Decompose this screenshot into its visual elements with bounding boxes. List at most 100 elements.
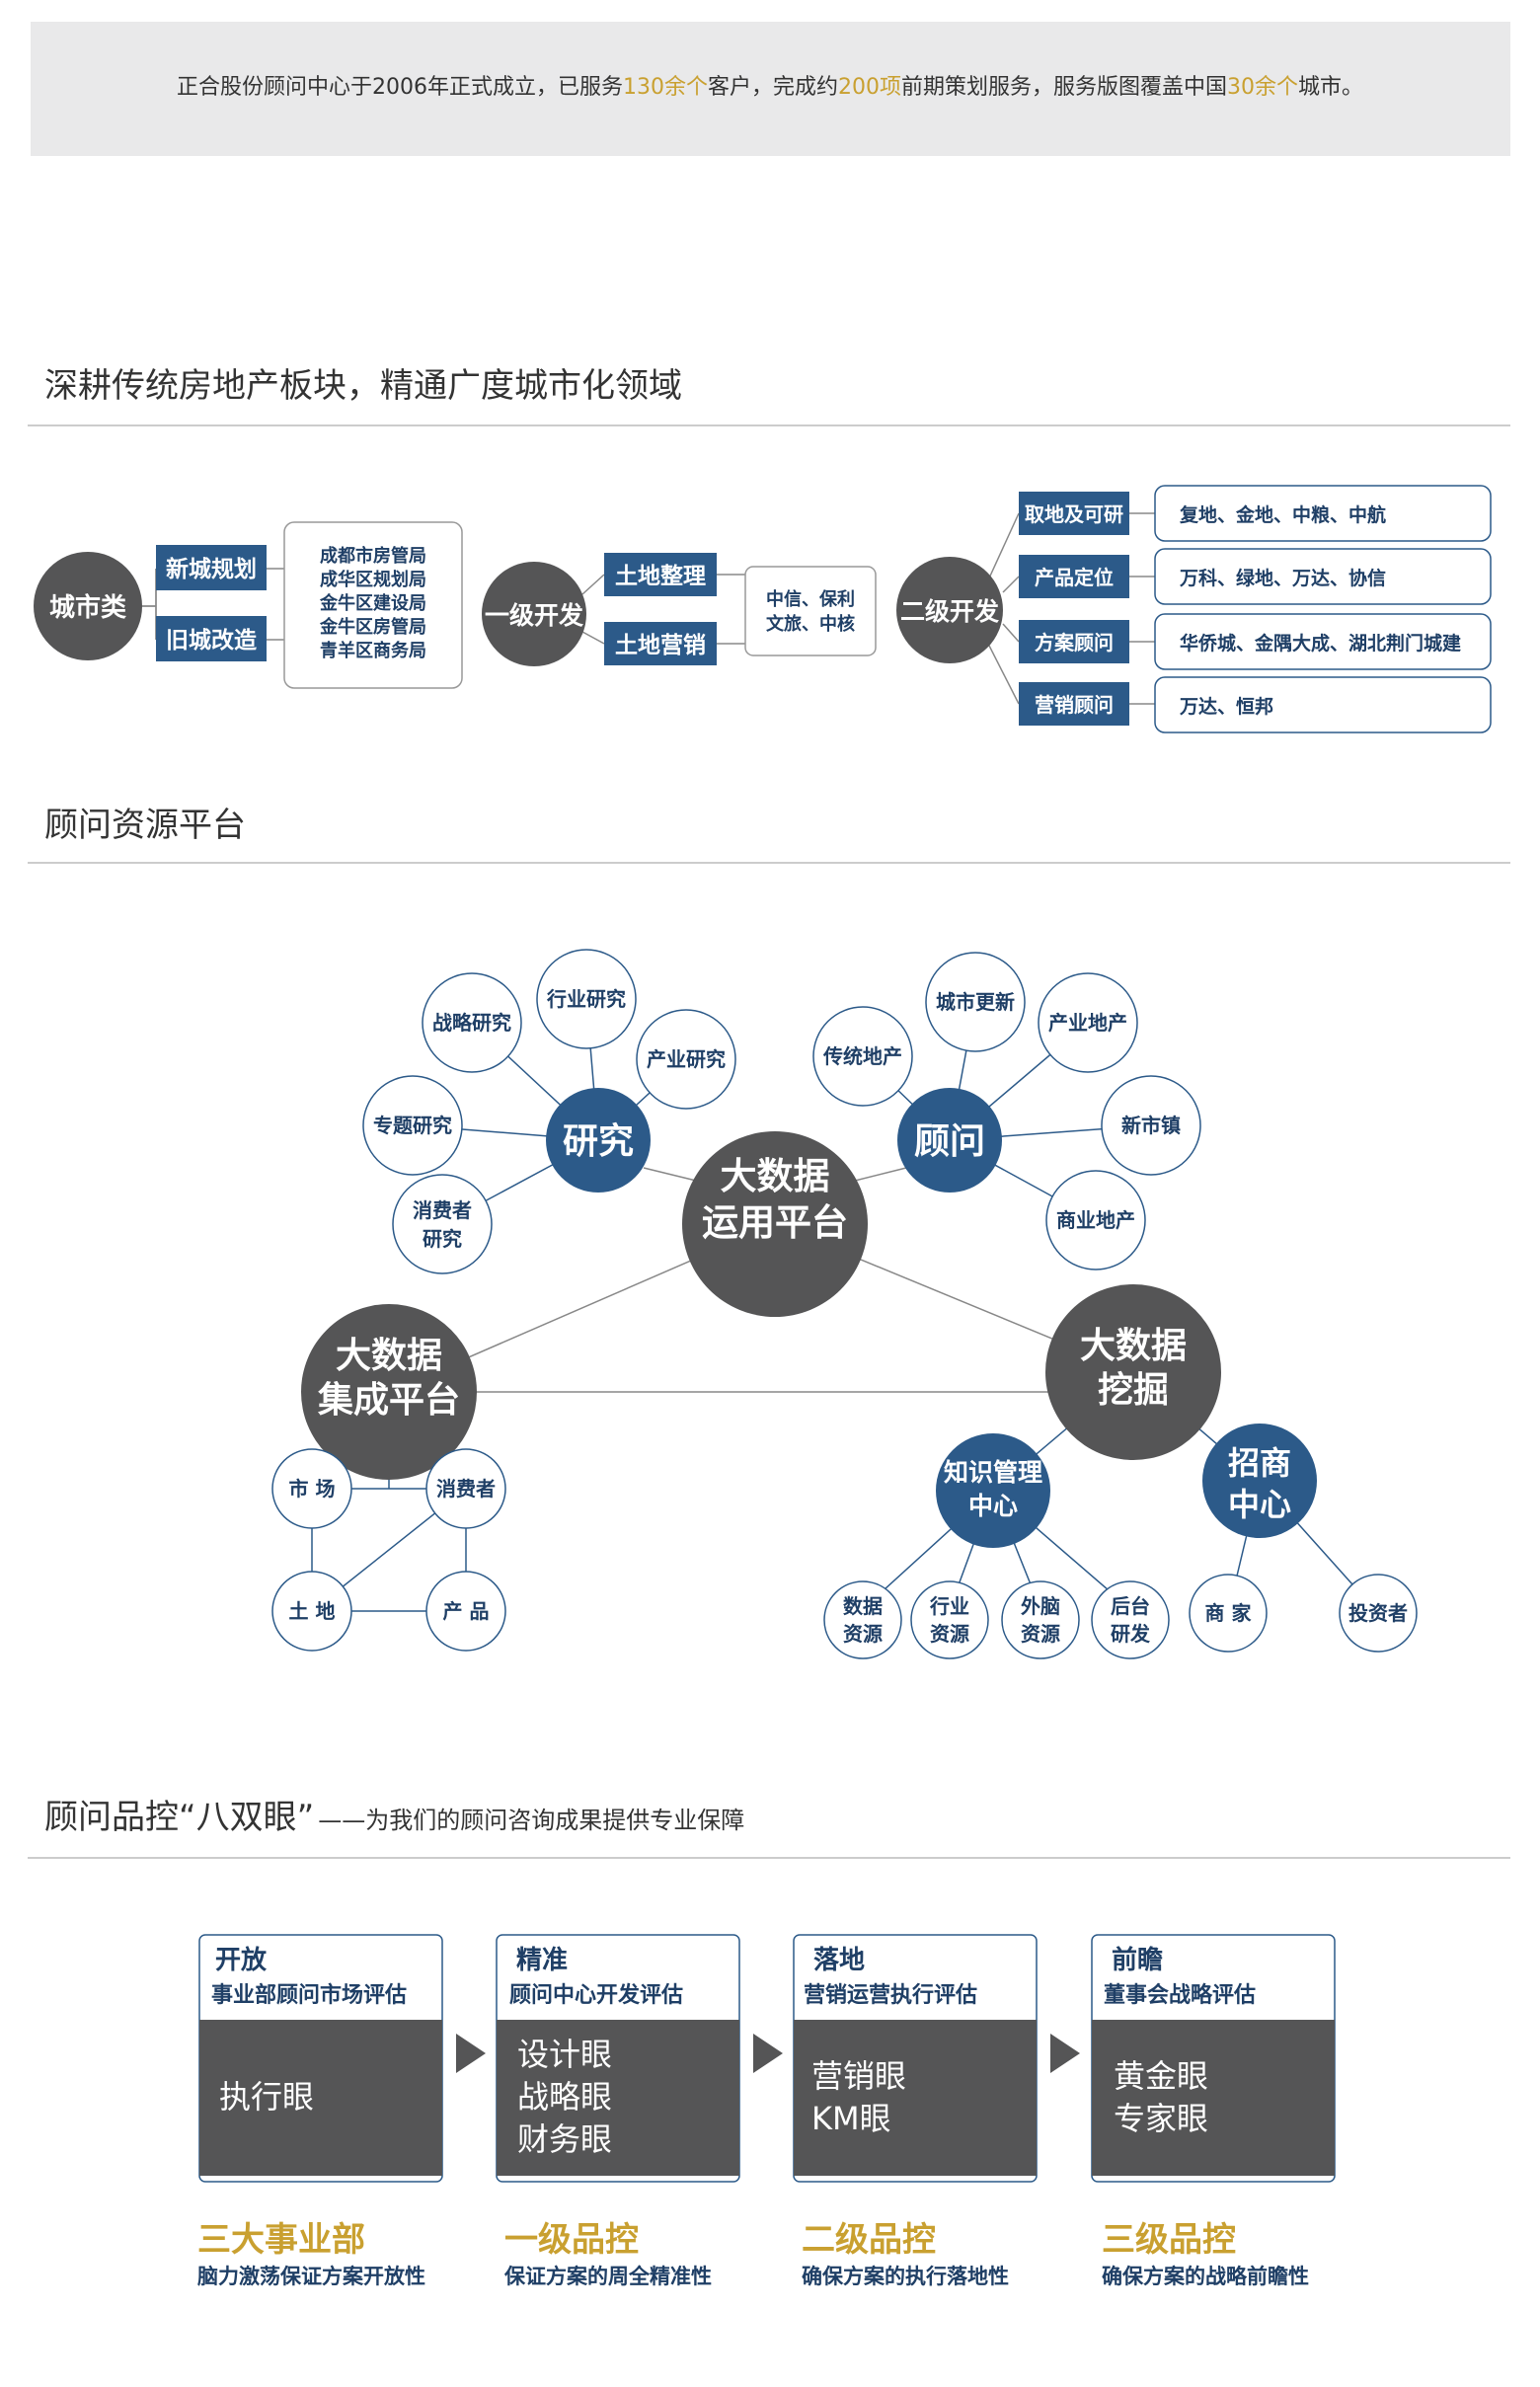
secondary-item [1019, 492, 1129, 535]
node-label: 数据 [843, 1594, 883, 1618]
stage-desc: 确保方案的执行落地性 [802, 2265, 1009, 2288]
node-label: 行业 [929, 1594, 969, 1618]
secondary-client-text: 万科、绿地、万达、协信 [1179, 567, 1386, 589]
node-label: 资源 [930, 1622, 969, 1646]
node-label: 研究 [423, 1227, 462, 1251]
city-item-old-label: 旧城改造 [166, 627, 258, 654]
intro-text: 正合股份顾问中心于2006年正式成立，已服务130余个客户，完成约200项前期策… [177, 75, 1363, 100]
secondary-dev-group: 二级开发 取地及可研 复地、金地、中粮、中航 产品定位 万科、绿地、万达、协信 … [896, 485, 1492, 733]
primary-dev-group: 一级开发 土地整理 土地营销 中信、保利 文旅、中核 [482, 553, 877, 666]
advisory-nodes: 城市更新 传统地产 产业地产 新市镇 商业地产 顾问 [812, 952, 1201, 1270]
stage-level: 三级品控 [1102, 2220, 1236, 2260]
secondary-item-label: 营销顾问 [1035, 693, 1114, 717]
mining-hub [1045, 1284, 1221, 1460]
node-circle [425, 1571, 506, 1652]
integration-hub-label: 大数据 [336, 1336, 442, 1376]
stage-sub: 顾问中心开发评估 [509, 1982, 683, 2008]
node-circle [422, 972, 522, 1073]
stage-level: 三大事业部 [197, 2220, 365, 2260]
city-item-new-label: 新城规划 [166, 556, 257, 582]
stage-body [199, 2020, 442, 2176]
node-circle [1001, 1580, 1080, 1659]
node-label: 商业地产 [1056, 1208, 1135, 1232]
node-label: 城市更新 [936, 990, 1015, 1014]
advisory-hub-label: 顾问 [914, 1121, 985, 1162]
node-circle [823, 1580, 902, 1659]
arrow-right-icon [456, 2034, 486, 2073]
node-label: 新市镇 [1121, 1114, 1181, 1137]
research-hub-label: 研究 [563, 1121, 634, 1162]
primary-dev-hub [482, 562, 586, 666]
node-label: 产业研究 [647, 1047, 726, 1071]
primary-item-label: 土地整理 [615, 563, 706, 589]
mining-group: 大数据 挖掘 知识管理 中心 数据 资源 行业 资源 外脑 资源 后台 研发 招… [823, 1284, 1418, 1659]
node-label: 战略研究 [432, 1011, 511, 1035]
node-circle [925, 952, 1026, 1052]
node-label: 产业地产 [1048, 1011, 1127, 1035]
city-hub-label: 城市类 [49, 592, 126, 623]
stage-head: 落地 [813, 1946, 865, 1975]
secondary-dev-hub-label: 二级开发 [900, 597, 999, 626]
section3-title: 顾问品控“八双眼”——为我们的顾问咨询成果提供专业保障 [44, 1798, 744, 1837]
node-circle [1045, 1170, 1146, 1270]
node-circle [362, 1075, 463, 1176]
advisory-hub [897, 1088, 1002, 1193]
node-label: 资源 [1021, 1622, 1060, 1646]
investment-hub [1202, 1424, 1317, 1538]
stage-sub: 董事会战略评估 [1104, 1982, 1256, 2008]
stage-level: 一级品控 [504, 2220, 639, 2260]
mining-hub-label: 挖掘 [1098, 1370, 1169, 1411]
secondary-client-text: 复地、金地、中粮、中航 [1179, 503, 1386, 526]
research-hub [546, 1088, 651, 1193]
stage-body [794, 2020, 1037, 2176]
secondary-item-label: 方案顾问 [1035, 631, 1114, 654]
node-circle [1339, 1574, 1418, 1653]
secondary-client-box [1154, 548, 1492, 605]
secondary-item [1019, 555, 1129, 598]
research-nodes: 战略研究 行业研究 产业研究 专题研究 消费者 研究 研究 [362, 949, 736, 1274]
node-label: 传统地产 [822, 1044, 902, 1068]
investment-hub-label: 招商 [1228, 1444, 1291, 1482]
arrow-right-icon [753, 2034, 783, 2073]
city-hub [34, 552, 142, 660]
node-label: 后台 [1111, 1594, 1150, 1618]
center-platform-hub [682, 1131, 868, 1317]
node-label: 研发 [1111, 1622, 1151, 1646]
stage-head: 前瞻 [1112, 1945, 1163, 1975]
integration-group: 大数据 集成平台 市 场 消费者 土 地 产 品 [271, 1304, 506, 1652]
node-circle [910, 1580, 989, 1659]
city-item-old [156, 616, 267, 661]
node-circle [1189, 1574, 1268, 1653]
secondary-item [1019, 620, 1129, 663]
secondary-client-box [1154, 485, 1492, 542]
stage-desc: 脑力激荡保证方案开放性 [197, 2265, 425, 2288]
node-circle [1038, 972, 1138, 1073]
node-label: 产 品 [443, 1599, 490, 1623]
stage-eye: 设计眼 [517, 2036, 612, 2073]
stage-eye: 黄金眼 [1114, 2057, 1208, 2095]
node-label: 投资者 [1348, 1601, 1408, 1625]
qc-stage-foresight: 前瞻 董事会战略评估 黄金眼 专家眼 三级品控 确保方案的战略前瞻性 [1091, 1934, 1336, 2288]
city-clients-box [283, 521, 463, 689]
primary-dev-hub-label: 一级开发 [485, 601, 583, 630]
primary-item-label: 土地营销 [615, 633, 706, 658]
city-group: 城市类 新城规划 旧城改造 成都市房管局 成华区规划局 金牛区建设局 金牛区房管… [34, 521, 463, 689]
stage-eye: 营销眼 [811, 2057, 906, 2095]
knowledge-hub [936, 1433, 1050, 1548]
section1-title: 深耕传统房地产板块，精通广度城市化领域 [44, 366, 682, 406]
integration-hub-label: 集成平台 [317, 1380, 460, 1421]
node-circle [536, 949, 637, 1049]
secondary-client-box [1154, 676, 1492, 733]
secondary-item-label: 取地及可研 [1025, 502, 1123, 526]
qc-stage-landing: 落地 营销运营执行评估 营销眼 KM眼 二级品控 确保方案的执行落地性 [793, 1934, 1038, 2288]
node-circle [271, 1571, 352, 1652]
stage-sub: 事业部顾问市场评估 [211, 1982, 407, 2008]
stage-eye: 财务眼 [517, 2120, 612, 2158]
knowledge-hub-label: 中心 [968, 1492, 1018, 1520]
secondary-client-box [1154, 613, 1492, 670]
stage-eye: 战略眼 [517, 2078, 612, 2116]
city-item-new [156, 545, 267, 590]
stage-eye: 专家眼 [1114, 2100, 1208, 2137]
investment-hub-label: 中心 [1228, 1486, 1291, 1523]
